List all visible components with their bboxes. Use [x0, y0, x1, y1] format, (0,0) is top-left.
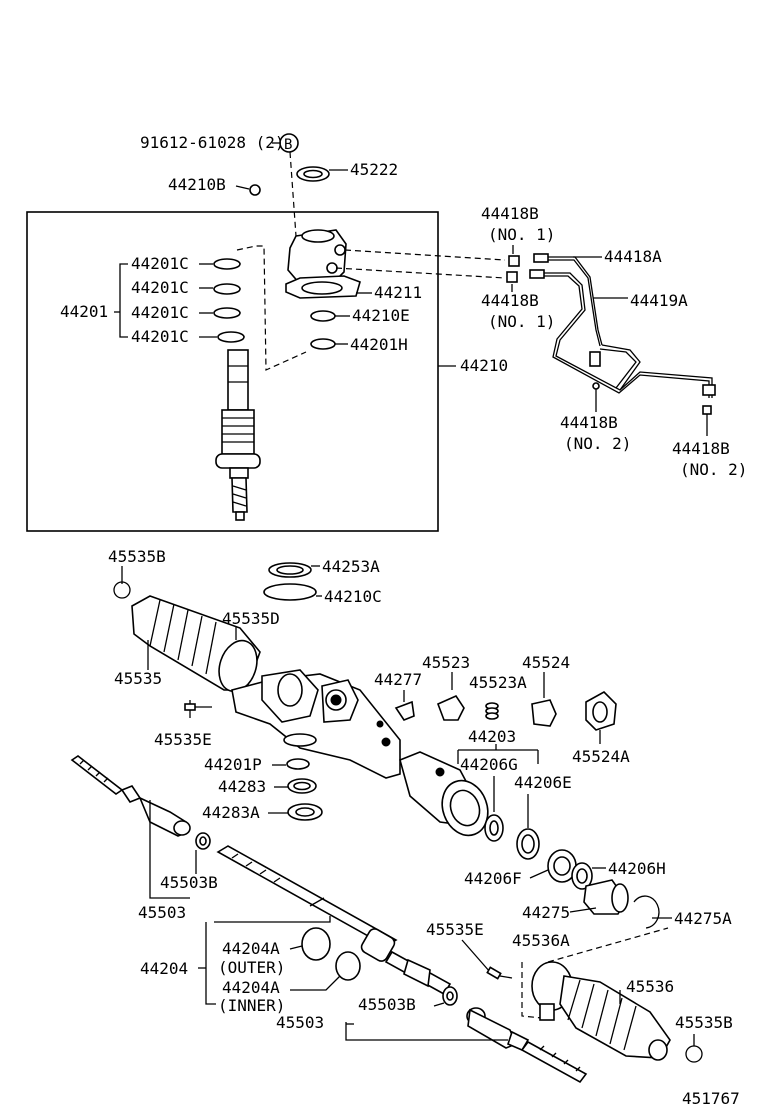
part-44418B-union-b: [506, 271, 518, 283]
label-44253A: 44253A: [322, 557, 380, 576]
part-44201H-seal: [310, 338, 336, 350]
label-44275: 44275: [522, 903, 570, 922]
label-44206H: 44206H: [608, 859, 666, 878]
part-45503-tie-rod-right: [466, 1007, 588, 1084]
label-44210: 44210: [460, 356, 508, 375]
label-44201P: 44201P: [204, 755, 262, 774]
part-44204A-inner-bush: [335, 951, 361, 981]
part-45524-plug: [531, 699, 557, 727]
sub-assembly-44210-frame: [26, 211, 439, 532]
part-45503-tie-rod-left: [70, 755, 191, 837]
label-44201C-3: 44201C: [131, 303, 189, 322]
label-44211: 44211: [374, 283, 422, 302]
part-gear-housing: [231, 669, 489, 837]
label-inner: (INNER): [218, 996, 285, 1015]
label-44418B-c: 44418B: [560, 413, 618, 432]
label-no2-c: (NO. 2): [564, 434, 631, 453]
part-44201P-ring: [286, 758, 310, 770]
part-45535B-clip-top: [113, 581, 131, 599]
label-45536A: 45536A: [512, 931, 570, 950]
part-44210C-oring: [263, 583, 317, 601]
label-45503B-left: 45503B: [160, 873, 218, 892]
label-45523: 45523: [422, 653, 470, 672]
part-44418B-union-a: [508, 255, 520, 267]
label-44201: 44201: [60, 302, 108, 321]
label-ref-marker-b: B: [284, 137, 292, 153]
part-44210B-plug: [249, 184, 261, 196]
label-44210C: 44210C: [324, 587, 382, 606]
part-44418B-union-d: [702, 405, 712, 415]
label-44277: 44277: [374, 670, 422, 689]
label-45503B-bottom: 45503B: [358, 995, 416, 1014]
label-44419A: 44419A: [630, 291, 688, 310]
part-44201-pinion-shaft: [215, 349, 261, 521]
label-45535E-right: 45535E: [426, 920, 484, 939]
part-44204A-outer-bush: [301, 927, 331, 961]
part-45523A-spring: [485, 702, 499, 720]
part-45523-rack-guide: [436, 694, 465, 721]
part-44210E-bearing: [310, 310, 336, 322]
label-44283A: 44283A: [202, 803, 260, 822]
label-no1-b: (NO. 1): [488, 312, 555, 331]
label-44204A-inner: 44204A: [222, 978, 280, 997]
part-44275A-snap-ring: [633, 895, 660, 929]
label-44206G: 44206G: [460, 755, 518, 774]
label-45222: 45222: [350, 160, 398, 179]
label-44203: 44203: [468, 727, 516, 746]
label-44204A-outer: 44204A: [222, 939, 280, 958]
label-44210B: 44210B: [168, 175, 226, 194]
label-45535E-left: 45535E: [154, 730, 212, 749]
label-45503-bottom: 45503: [276, 1013, 324, 1032]
label-44210E: 44210E: [352, 306, 410, 325]
part-44201C-rings: [213, 258, 245, 343]
label-45535B-top: 45535B: [108, 547, 166, 566]
label-44418B-b: 44418B: [481, 291, 539, 310]
label-44418B-a: 44418B: [481, 204, 539, 223]
part-45535B-clip-bottom: [685, 1045, 703, 1063]
label-no1-a: (NO. 1): [488, 225, 555, 244]
label-45523A: 45523A: [469, 673, 527, 692]
label-45524: 45524: [522, 653, 570, 672]
part-44204-rack-bar: [216, 845, 452, 996]
label-44204: 44204: [140, 959, 188, 978]
part-44419A-pressure-tubes: [529, 253, 716, 398]
label-45535: 45535: [114, 669, 162, 688]
label-45524A: 45524A: [572, 747, 630, 766]
diagram-number: 451767: [682, 1089, 740, 1108]
label-45535B-bottom: 45535B: [675, 1013, 733, 1032]
part-45536-boot-right: [531, 961, 671, 1061]
part-44277-guide: [394, 700, 415, 721]
label-44283: 44283: [218, 777, 266, 796]
label-44418A: 44418A: [604, 247, 662, 266]
label-44206E: 44206E: [514, 773, 572, 792]
label-outer: (OUTER): [218, 958, 285, 977]
part-44418B-union-c: [592, 382, 600, 390]
label-bolt-ref: 91612-61028 (2): [140, 133, 285, 152]
label-44206F: 44206F: [464, 869, 522, 888]
label-44201C-2: 44201C: [131, 278, 189, 297]
label-45536: 45536: [626, 977, 674, 996]
label-44418B-d: 44418B: [672, 439, 730, 458]
part-44210-valve-housing: [285, 229, 361, 299]
label-44275A: 44275A: [674, 909, 732, 928]
label-45503-left: 45503: [138, 903, 186, 922]
label-45535D: 45535D: [222, 609, 280, 628]
part-45535E-screw-right: [486, 966, 502, 980]
label-44201H: 44201H: [350, 335, 408, 354]
label-44201C-4: 44201C: [131, 327, 189, 346]
label-44201C-1: 44201C: [131, 254, 189, 273]
label-no2-d: (NO. 2): [680, 460, 747, 479]
part-45535E-screw-left: [184, 703, 196, 711]
